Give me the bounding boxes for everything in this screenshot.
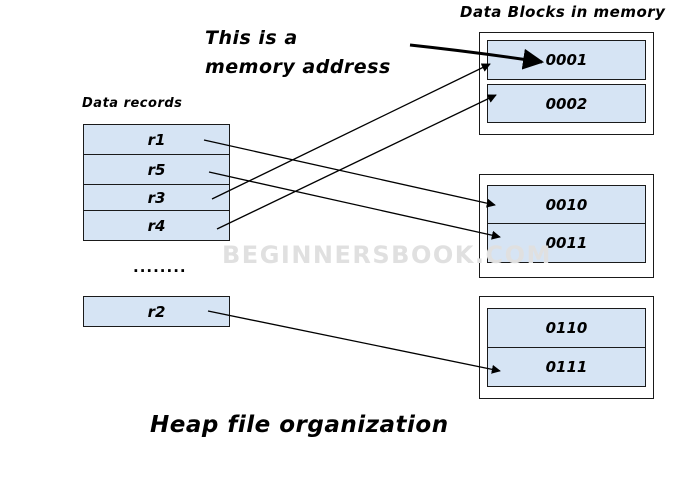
memory-block-0010: 0010 xyxy=(487,185,646,224)
arrow-memory-address-pointer xyxy=(409,43,545,70)
record-r4: r4 xyxy=(83,210,230,241)
memory-block-0011: 0011 xyxy=(487,223,646,263)
memory-block-0111: 0111 xyxy=(487,347,646,387)
memory-address-note-line-2: memory address xyxy=(205,56,391,78)
memory-address-note-line-1: This is a xyxy=(205,27,298,49)
arrow-r4-to-0002 xyxy=(216,94,497,230)
arrow-r5-to-0011 xyxy=(208,171,501,240)
memory-block-0001: 0001 xyxy=(487,40,646,80)
data-records-title: Data records xyxy=(82,96,183,111)
arrow-r1-to-0010 xyxy=(203,139,496,208)
arrow-r2-to-0111 xyxy=(207,310,501,374)
arrow-r3-to-0001 xyxy=(211,63,491,200)
record-r2: r2 xyxy=(83,296,230,327)
watermark: BEGINNERSBOOK.COM xyxy=(222,241,552,269)
memory-address-note: This is a memory address xyxy=(205,24,391,82)
data-blocks-title: Data Blocks in memory xyxy=(460,3,666,21)
memory-block-0002: 0002 xyxy=(487,84,646,123)
records-ellipsis: ........ xyxy=(133,258,187,276)
diagram-title: Heap file organization xyxy=(150,412,449,438)
record-r3: r3 xyxy=(83,184,230,211)
record-r1: r1 xyxy=(83,124,230,155)
